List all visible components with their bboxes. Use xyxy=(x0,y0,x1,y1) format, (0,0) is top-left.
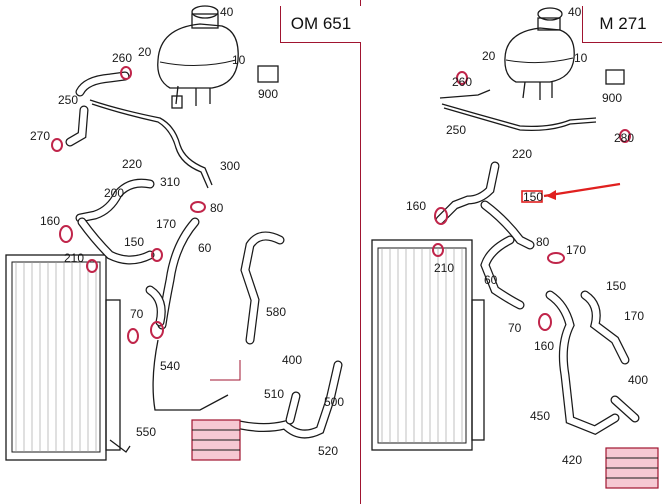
label-220: 220 xyxy=(512,147,532,161)
expansion-tank xyxy=(157,5,239,109)
label-70: 70 xyxy=(508,321,522,335)
label-550: 550 xyxy=(136,425,156,439)
label-280: 280 xyxy=(614,131,634,145)
part-labels-m271: 40 20 260 10 900 250 280 220 150 160 80 … xyxy=(406,5,648,467)
label-150: 150 xyxy=(606,279,626,293)
panel-m271: M 271 xyxy=(360,0,662,504)
highlight-callout xyxy=(521,182,621,203)
oil-cooler xyxy=(191,419,241,461)
label-540: 540 xyxy=(160,359,180,373)
label-580: 580 xyxy=(266,305,286,319)
label-400: 400 xyxy=(628,373,648,387)
label-150-highlight: 150 xyxy=(523,190,543,204)
hoses xyxy=(65,71,343,439)
label-200: 200 xyxy=(104,186,124,200)
label-170: 170 xyxy=(566,243,586,257)
label-160-b: 160 xyxy=(534,339,554,353)
label-20: 20 xyxy=(138,45,152,59)
label-310: 310 xyxy=(160,175,180,189)
diagram-m271: 40 20 260 10 900 250 280 220 150 160 80 … xyxy=(371,5,659,489)
label-20: 20 xyxy=(482,49,496,63)
label-510: 510 xyxy=(264,387,284,401)
part-900-block xyxy=(257,65,279,83)
label-450: 450 xyxy=(530,409,550,423)
panel-om651: OM 651 xyxy=(5,5,361,461)
label-40: 40 xyxy=(220,5,234,19)
part-900-block xyxy=(605,69,625,85)
label-80: 80 xyxy=(210,201,224,215)
expansion-tank xyxy=(504,7,575,100)
label-160: 160 xyxy=(40,214,60,228)
seal-rings xyxy=(51,66,206,344)
label-400: 400 xyxy=(282,353,302,367)
label-10: 10 xyxy=(574,51,588,65)
label-220: 220 xyxy=(122,157,142,171)
label-10: 10 xyxy=(232,53,246,67)
label-40: 40 xyxy=(568,5,582,19)
label-160: 160 xyxy=(406,199,426,213)
label-150: 150 xyxy=(124,235,144,249)
label-270: 270 xyxy=(30,129,50,143)
label-900: 900 xyxy=(602,91,622,105)
label-300: 300 xyxy=(220,159,240,173)
label-210: 210 xyxy=(434,261,454,275)
label-70: 70 xyxy=(130,307,144,321)
label-170: 170 xyxy=(156,217,176,231)
panel-divider xyxy=(360,0,361,504)
radiator xyxy=(371,239,485,451)
engine-label-om651: OM 651 xyxy=(280,6,361,43)
diagram-om651: 40 20 260 10 900 250 270 220 300 310 200… xyxy=(5,5,344,461)
highlight-arrow xyxy=(543,182,621,198)
label-250: 250 xyxy=(58,93,78,107)
engine-label-m271: M 271 xyxy=(582,6,662,43)
radiator xyxy=(5,254,131,461)
hoses xyxy=(435,89,640,436)
part-labels-om651: 40 20 260 10 900 250 270 220 300 310 200… xyxy=(30,5,344,458)
label-250: 250 xyxy=(446,123,466,137)
label-260: 260 xyxy=(112,51,132,65)
label-500: 500 xyxy=(324,395,344,409)
label-170-b: 170 xyxy=(624,309,644,323)
label-210: 210 xyxy=(64,251,84,265)
seal-rings xyxy=(432,71,631,331)
label-60: 60 xyxy=(484,273,498,287)
oil-cooler xyxy=(605,447,659,489)
label-520: 520 xyxy=(318,444,338,458)
label-900: 900 xyxy=(258,87,278,101)
label-60: 60 xyxy=(198,241,212,255)
label-420: 420 xyxy=(562,453,582,467)
label-80: 80 xyxy=(536,235,550,249)
label-260: 260 xyxy=(452,75,472,89)
